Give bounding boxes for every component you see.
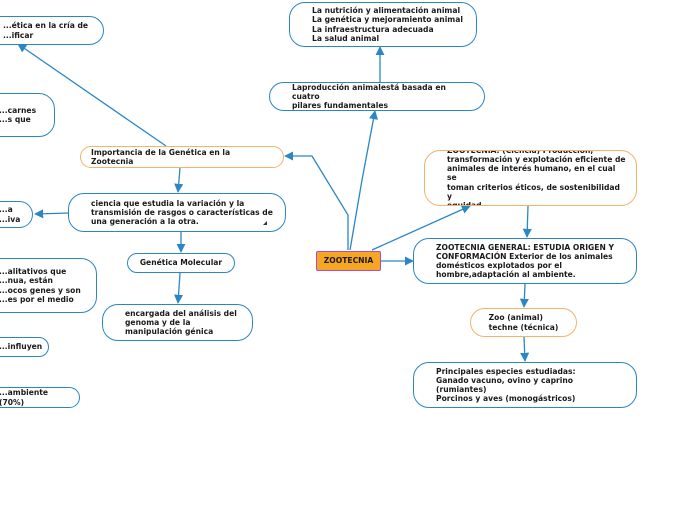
node-carnes-text: ...carnes ...s que — [0, 105, 37, 124]
node-ciencia-text: ciencia que estudia la variación y la tr… — [91, 198, 273, 227]
node-genetica-cria-text: ...ética en la cría de ...ificar — [3, 21, 89, 40]
node-definicion-text: ZOOTECNIA: (Ciencia) Producción, transfo… — [447, 150, 626, 206]
node-encargada-text: encargada del análisis del genoma y de l… — [125, 308, 237, 337]
node-cuantitativos[interactable]: ...alitativos que ...nua, están ...ocos … — [0, 258, 97, 313]
node-especies-text: Principales especies estudiadas: Ganado … — [436, 366, 576, 404]
node-ambiente[interactable]: ...ambiente (70%) — [0, 387, 80, 408]
resize-handle-icon[interactable] — [263, 221, 267, 225]
node-ciencia[interactable]: ciencia que estudia la variación y la tr… — [68, 193, 286, 232]
node-ambiente-text: ...ambiente (70%) — [0, 388, 49, 407]
node-produccion-text: Laproducción animalestá basada en cuatro… — [292, 82, 446, 111]
link-central-definicion — [371, 205, 471, 251]
node-genetica-molecular-text: Genética Molecular — [139, 258, 223, 268]
central-node-zootecnia[interactable]: ZOOTECNIA — [316, 251, 381, 271]
link-central-produccion — [349, 110, 378, 251]
node-produccion[interactable]: Laproducción animalestá basada en cuatro… — [269, 82, 485, 111]
link-definicion-general — [522, 205, 532, 238]
central-node-label: ZOOTECNIA — [323, 256, 374, 266]
link-central-importancia — [284, 151, 349, 250]
node-importancia-text: Importancia de la Genética en la Zootecn… — [91, 147, 231, 166]
link-importancia-ciencia — [174, 167, 184, 193]
link-ciencia-left-a — [34, 209, 71, 219]
link-general-zoo — [519, 283, 529, 308]
node-importancia[interactable]: Importancia de la Genética en la Zootecn… — [80, 146, 284, 168]
node-genetica-molecular[interactable]: Genética Molecular — [127, 253, 235, 273]
node-left-a[interactable]: ...a ...iva — [0, 201, 33, 228]
link-zoo-especies — [520, 336, 530, 362]
node-encargada[interactable]: encargada del análisis del genoma y de l… — [102, 304, 253, 341]
node-zoo-text: Zoo (animal) techne (técnica) — [488, 313, 559, 332]
link-genetica-molecular-encargada — [174, 272, 184, 304]
node-zoo[interactable]: Zoo (animal) techne (técnica) — [470, 308, 577, 337]
node-general-text: ZOOTECNIA GENERAL: ESTUDIA ORIGEN Y CONF… — [436, 242, 614, 280]
node-carnes[interactable]: ...carnes ...s que — [0, 93, 55, 137]
node-especies[interactable]: Principales especies estudiadas: Ganado … — [413, 362, 637, 408]
node-influyen-text: ...influyen — [0, 342, 43, 352]
node-pilares-list[interactable]: La nutrición y alimentación animal La ge… — [289, 2, 477, 47]
node-influyen[interactable]: ...influyen — [0, 337, 49, 357]
node-genetica-cria[interactable]: ...ética en la cría de ...ificar — [0, 16, 104, 45]
node-pilares-list-text: La nutrición y alimentación animal La ge… — [312, 6, 463, 43]
node-cuantitativos-text: ...alitativos que ...nua, están ...ocos … — [0, 267, 81, 304]
link-importancia-genetica-cria — [17, 43, 167, 147]
node-general[interactable]: ZOOTECNIA GENERAL: ESTUDIA ORIGEN Y CONF… — [413, 238, 637, 284]
node-left-a-text: ...a ...iva — [0, 205, 21, 224]
node-definicion[interactable]: ZOOTECNIA: (Ciencia) Producción, transfo… — [424, 150, 637, 206]
